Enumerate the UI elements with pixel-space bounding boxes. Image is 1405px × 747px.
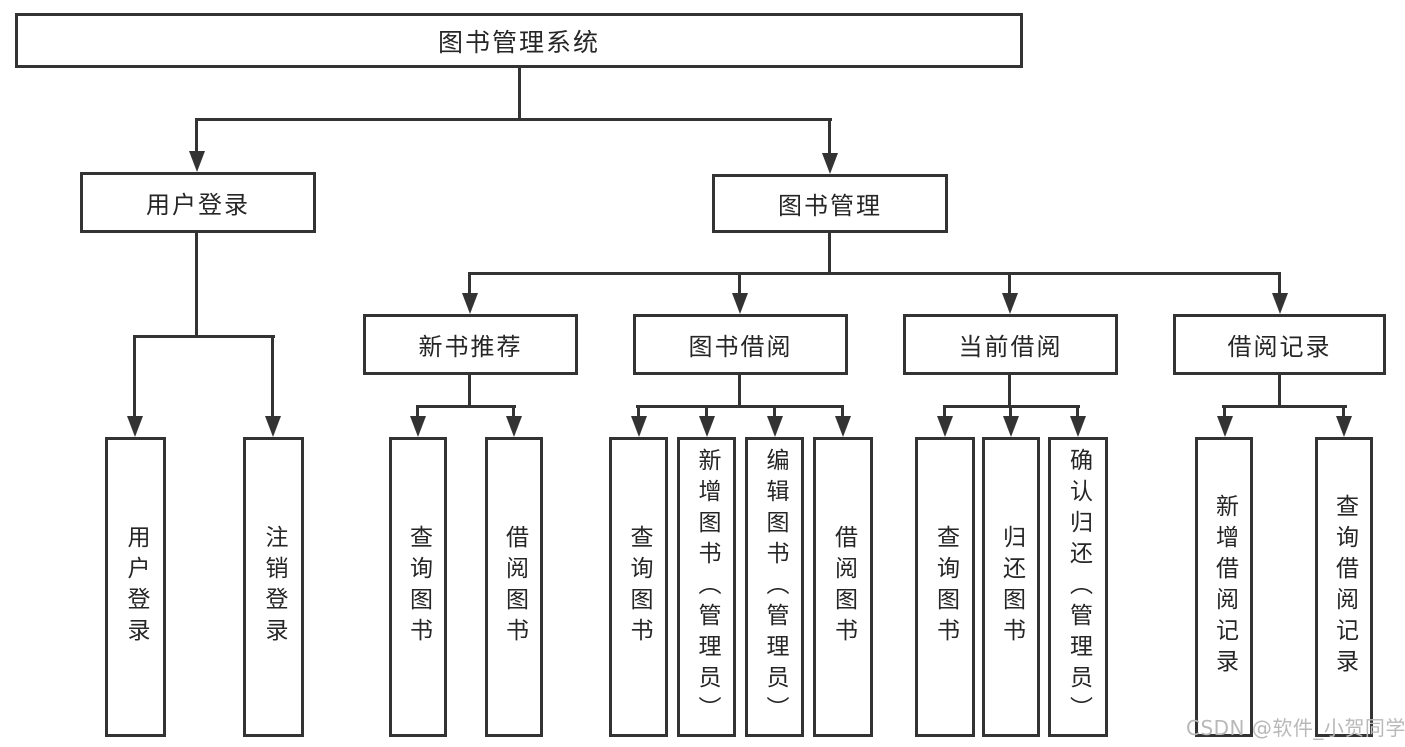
node-new-book-recommend: 新书推荐 — [363, 314, 578, 375]
node-user-login: 用户登录 — [80, 172, 316, 233]
node-query-borrow-record: 查询借阅记录 — [1315, 437, 1373, 737]
connector-vline — [1342, 405, 1345, 418]
arrowhead-down — [822, 153, 838, 174]
node-add-borrow-record: 新增借阅记录 — [1195, 437, 1253, 737]
arrowhead-down — [127, 416, 143, 437]
arrowhead-down — [1003, 416, 1019, 437]
connector-hline — [133, 335, 275, 338]
connector-vline — [133, 335, 136, 418]
connector-vline — [1278, 272, 1281, 295]
connector-vline — [1008, 272, 1011, 295]
connector-vline — [1008, 373, 1011, 408]
node-return-books: 归还图书 — [982, 437, 1040, 737]
node-label: 查询借阅记录 — [1331, 494, 1358, 680]
connector-vline — [773, 405, 776, 418]
node-logout: 注销登录 — [243, 437, 304, 737]
node-label: 确认归还（管理员） — [1065, 447, 1092, 727]
node-label: 查询图书 — [932, 525, 959, 649]
node-label: 新书推荐 — [418, 333, 523, 361]
connector-hline — [195, 118, 832, 121]
arrowhead-down — [937, 416, 953, 437]
node-confirm-return-admin: 确认归还（管理员） — [1048, 437, 1108, 737]
node-edit-book-admin: 编辑图书（管理员） — [745, 437, 804, 737]
connector-vline — [512, 405, 515, 418]
node-label: 查询图书 — [405, 525, 432, 649]
connector-hline — [416, 405, 516, 408]
node-book-management: 图书管理 — [712, 174, 948, 233]
connector-hline — [468, 272, 1281, 275]
connector-vline — [271, 335, 274, 418]
arrowhead-down — [835, 416, 851, 437]
node-library-management-system: 图书管理系统 — [15, 13, 1023, 68]
connector-vline — [1223, 405, 1226, 418]
connector-vline — [416, 405, 419, 418]
arrowhead-down — [506, 416, 522, 437]
node-label: 编辑图书（管理员） — [762, 447, 788, 727]
node-label: 借阅图书 — [830, 525, 857, 649]
arrowhead-down — [1272, 293, 1288, 314]
arrowhead-down — [410, 416, 426, 437]
node-user-login-leaf: 用户登录 — [105, 437, 166, 737]
node-label: 借阅记录 — [1227, 333, 1332, 361]
node-borrow-records: 借阅记录 — [1173, 314, 1386, 375]
node-label: 当前借阅 — [958, 333, 1063, 361]
connector-vline — [738, 272, 741, 295]
node-book-borrow: 图书借阅 — [633, 314, 848, 375]
node-query-books-recommend: 查询图书 — [389, 437, 447, 737]
connector-vline — [841, 405, 844, 418]
node-label: 归还图书 — [998, 525, 1025, 649]
arrowhead-down — [631, 416, 647, 437]
node-label: 图书借阅 — [688, 333, 793, 361]
connector-vline — [468, 373, 471, 408]
arrowhead-down — [1217, 416, 1233, 437]
node-label: 借阅图书 — [501, 525, 528, 649]
node-label: 新增图书（管理员） — [694, 447, 720, 727]
csdn-watermark: CSDN @软件_小贺同学 — [1186, 716, 1405, 740]
arrowhead-down — [265, 416, 281, 437]
node-label: 图书管理 — [778, 192, 882, 220]
arrowhead-down — [1002, 293, 1018, 314]
arrowhead-down — [462, 293, 478, 314]
node-borrow-books: 借阅图书 — [813, 437, 873, 737]
node-label: 注销登录 — [261, 525, 287, 649]
connector-vline — [637, 405, 640, 418]
connector-vline — [1009, 405, 1012, 418]
connector-vline — [195, 231, 198, 337]
arrowhead-down — [699, 416, 715, 437]
node-add-book-admin: 新增图书（管理员） — [677, 437, 736, 737]
node-label: 用户登录 — [146, 191, 250, 219]
connector-hline — [1222, 405, 1347, 408]
connector-vline — [1278, 373, 1281, 408]
node-label: 用户登录 — [123, 525, 149, 649]
connector-vline — [828, 118, 831, 154]
connector-vline — [705, 405, 708, 418]
arrowhead-down — [1070, 416, 1086, 437]
node-label: 查询图书 — [626, 525, 652, 649]
connector-vline — [195, 118, 198, 152]
arrowhead-down — [1336, 416, 1352, 437]
arrowhead-down — [767, 416, 783, 437]
connector-vline — [518, 66, 521, 120]
node-current-borrow: 当前借阅 — [903, 314, 1118, 375]
node-query-books-current: 查询图书 — [915, 437, 975, 737]
connector-vline — [1076, 405, 1079, 418]
arrowhead-down — [189, 151, 205, 172]
node-label: 图书管理系统 — [437, 27, 600, 57]
arrowhead-down — [732, 293, 748, 314]
connector-hline — [636, 405, 844, 408]
connector-vline — [828, 231, 831, 275]
node-borrow-books-recommend: 借阅图书 — [485, 437, 543, 737]
connector-vline — [738, 373, 741, 408]
node-query-books-borrow: 查询图书 — [609, 437, 668, 737]
connector-vline — [943, 405, 946, 418]
node-label: 新增借阅记录 — [1211, 494, 1238, 680]
connector-vline — [468, 272, 471, 295]
